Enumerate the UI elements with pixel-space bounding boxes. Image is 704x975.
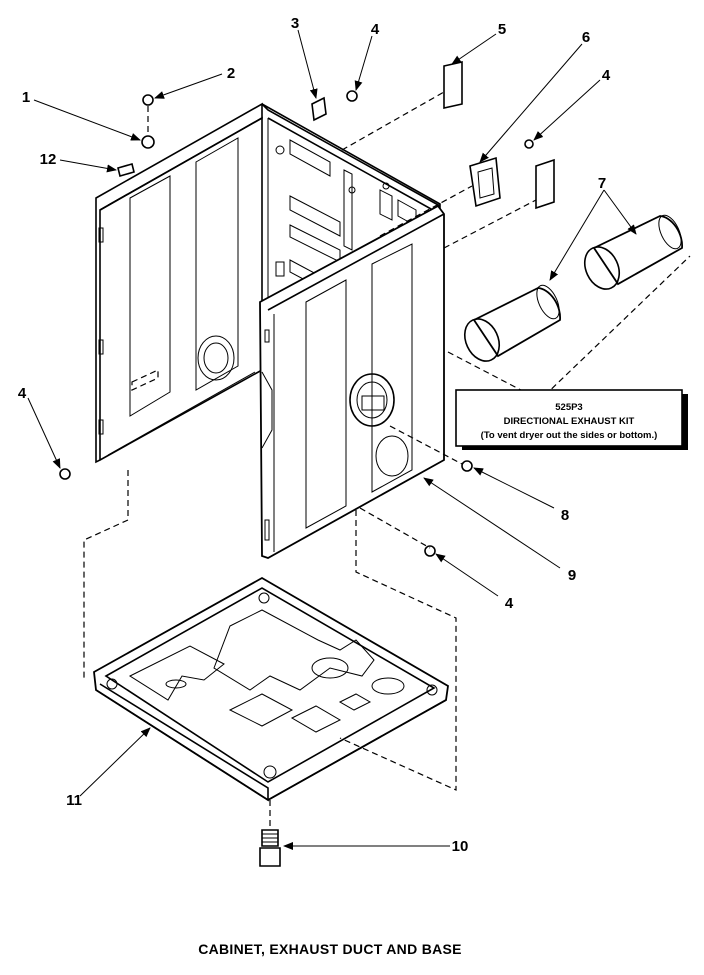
kit-info-box: 525P3 DIRECTIONAL EXHAUST KIT (To vent d… — [455, 389, 688, 450]
callout-8: 8 — [561, 507, 569, 524]
base-pan — [93, 576, 449, 802]
part-leveling-leg — [259, 829, 281, 867]
callout-leaders — [27, 29, 637, 850]
callout-4-b: 4 — [602, 67, 611, 84]
part-duct-cover — [469, 156, 501, 208]
kit-part-number: 525P3 — [555, 402, 582, 413]
callout-9: 9 — [568, 567, 576, 584]
callout-7: 7 — [598, 175, 606, 192]
cabinet-right-side-panel — [259, 204, 445, 559]
callout-4-d: 4 — [505, 595, 514, 612]
callout-1: 1 — [22, 89, 30, 106]
part-exhaust-ducts — [463, 214, 683, 362]
callout-4: 4 — [371, 21, 380, 38]
kit-note: (To vent dryer out the sides or bottom.) — [481, 430, 658, 441]
cabinet-wrapper — [95, 102, 441, 464]
diagram-title: CABINET, EXHAUST DUCT AND BASE — [198, 941, 462, 957]
callout-11: 11 — [66, 792, 82, 809]
callout-3: 3 — [291, 15, 299, 32]
callout-5: 5 — [498, 21, 506, 38]
callout-2: 2 — [227, 65, 235, 82]
part-screws — [59, 90, 534, 557]
callout-labels: 1 2 3 4 5 6 4 7 12 4 8 9 4 11 10 — [18, 15, 611, 855]
kit-name: DIRECTIONAL EXHAUST KIT — [504, 416, 635, 427]
callout-12: 12 — [40, 151, 57, 168]
callout-6: 6 — [582, 29, 590, 46]
callout-4-c: 4 — [18, 385, 27, 402]
callout-10: 10 — [452, 838, 469, 855]
